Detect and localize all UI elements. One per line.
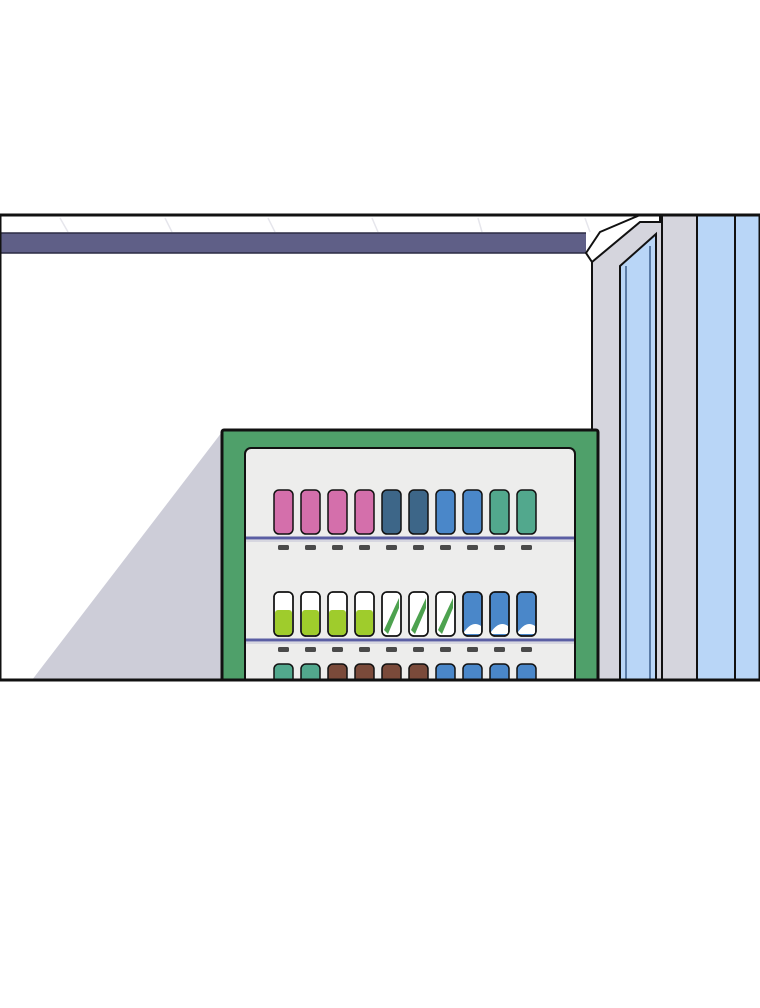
drink-can: [489, 663, 510, 680]
drink-can: [516, 663, 537, 680]
selection-button: [305, 647, 316, 652]
selection-button: [359, 545, 370, 550]
selection-button: [332, 647, 343, 652]
drink-can: [381, 663, 402, 680]
vending-machine: [220, 428, 600, 680]
selection-button: [386, 647, 397, 652]
drink-can: [300, 489, 321, 535]
glass-door: [619, 231, 657, 680]
drink-can: [408, 591, 429, 637]
drink-can: [516, 489, 537, 535]
selection-button: [494, 647, 505, 652]
selection-button: [440, 545, 451, 550]
drink-can: [381, 591, 402, 637]
drink-can: [327, 591, 348, 637]
selection-button: [413, 545, 424, 550]
selection-button: [413, 647, 424, 652]
ceiling-beam: [0, 233, 586, 253]
drink-can: [516, 591, 537, 637]
floor-shadow: [32, 432, 222, 680]
drink-can: [327, 663, 348, 680]
drink-can: [462, 591, 483, 637]
selection-button: [440, 647, 451, 652]
drink-can: [300, 591, 321, 637]
selection-button: [386, 545, 397, 550]
selection-button: [278, 647, 289, 652]
wall-segment: [661, 215, 698, 680]
drink-can: [462, 663, 483, 680]
drink-can: [300, 663, 321, 680]
drink-can: [408, 489, 429, 535]
selection-button: [359, 647, 370, 652]
drink-can: [354, 591, 375, 637]
glass-panel-left: [696, 215, 736, 680]
drink-can: [408, 663, 429, 680]
drink-can: [489, 591, 510, 637]
drink-can: [273, 591, 294, 637]
glass-panel-right: [734, 215, 760, 680]
panel-border: [0, 213, 760, 682]
drink-can: [354, 489, 375, 535]
selection-button: [521, 545, 532, 550]
drink-can: [462, 489, 483, 535]
selection-button: [278, 545, 289, 550]
drink-can: [354, 663, 375, 680]
drink-can: [435, 489, 456, 535]
selection-button: [521, 647, 532, 652]
panel-content: [0, 215, 760, 680]
drink-can: [435, 663, 456, 680]
can-rows: [246, 489, 574, 680]
ceiling-lines: [59, 217, 591, 233]
selection-button: [467, 545, 478, 550]
drink-can: [381, 489, 402, 535]
drink-can: [435, 591, 456, 637]
selection-button: [332, 545, 343, 550]
selection-button: [467, 647, 478, 652]
drink-can: [273, 489, 294, 535]
drink-can: [273, 663, 294, 680]
selection-button: [494, 545, 505, 550]
drink-can: [489, 489, 510, 535]
drink-can: [327, 489, 348, 535]
selection-button: [305, 545, 316, 550]
